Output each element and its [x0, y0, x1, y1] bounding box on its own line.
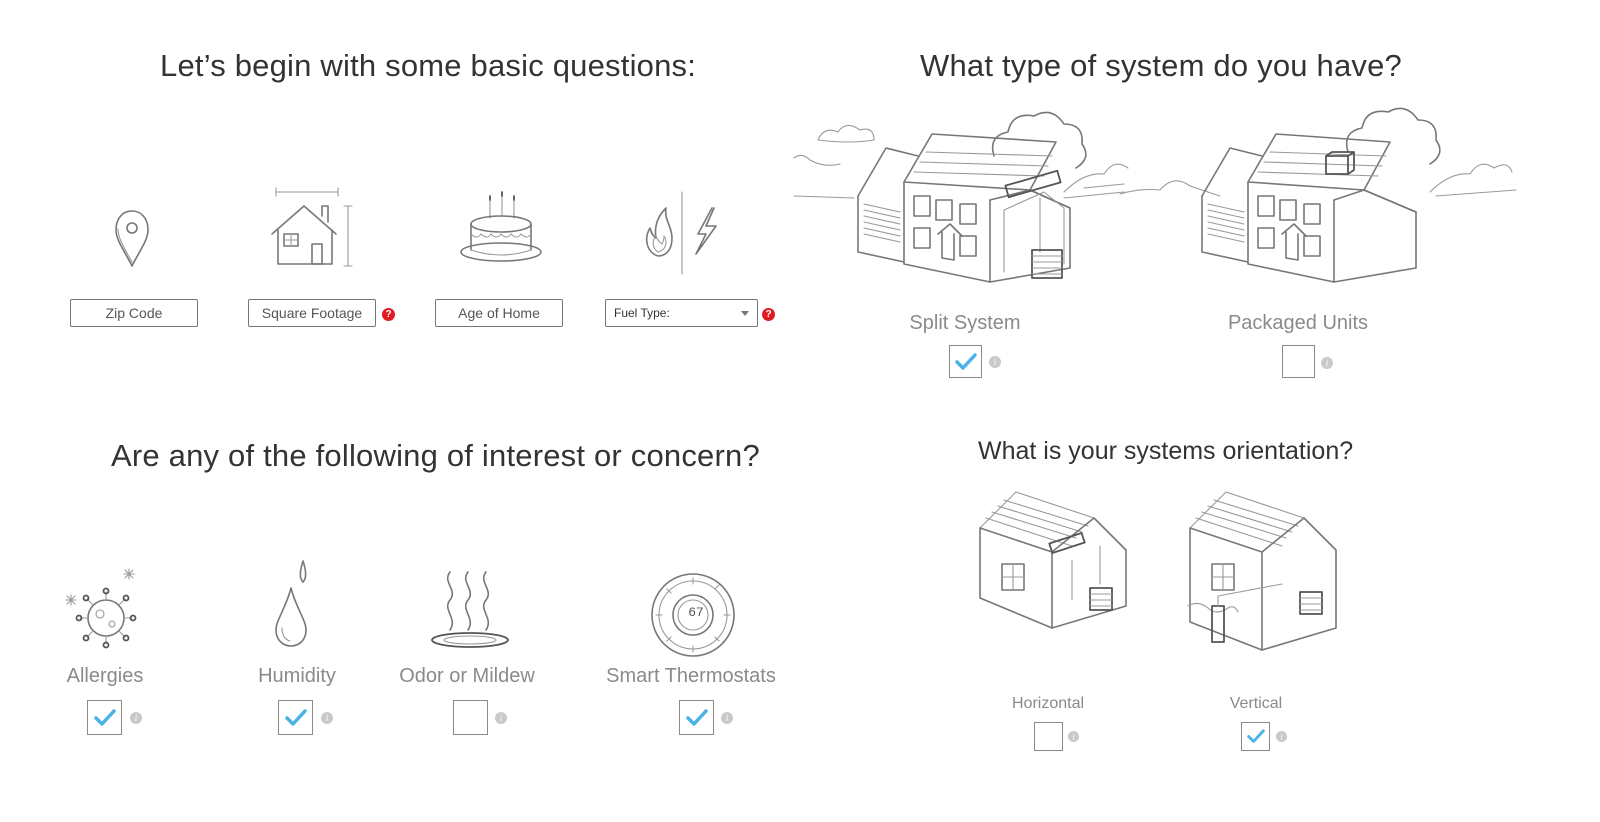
split-system-house-illustration — [793, 111, 1129, 283]
horizontal-checkbox[interactable] — [1034, 722, 1063, 751]
odor-mildew-checkbox[interactable] — [453, 700, 488, 735]
fuel-type-select[interactable]: Fuel Type: — [605, 299, 758, 327]
birthday-cake-icon — [460, 191, 542, 262]
split-system-info-icon[interactable]: i — [989, 356, 1001, 368]
packaged-units-info-icon[interactable]: i — [1321, 357, 1333, 369]
checkmark-icon — [685, 708, 708, 726]
packaged-units-house-illustration — [1119, 107, 1517, 283]
odor-mildew-label: Odor or Mildew — [399, 665, 535, 687]
humidity-label: Humidity — [258, 665, 336, 687]
humidity-info-icon[interactable]: i — [321, 712, 333, 724]
packaged-units-label: Packaged Units — [1227, 312, 1369, 334]
chevron-down-icon — [741, 310, 749, 316]
smart-thermostats-info-icon[interactable]: i — [721, 712, 733, 724]
smart-thermostats-label: Smart Thermostats — [606, 665, 776, 687]
odor-mildew-icon — [431, 571, 509, 648]
orientation-title: What is your systems orientation? — [978, 437, 1354, 465]
vertical-info-icon[interactable]: i — [1276, 731, 1287, 742]
zip-code-input[interactable]: Zip Code — [70, 299, 198, 327]
checkmark-icon — [1246, 729, 1265, 743]
horizontal-info-icon[interactable]: i — [1068, 731, 1079, 742]
allergies-checkbox[interactable] — [87, 700, 122, 735]
square-footage-help-icon[interactable]: ? — [382, 308, 395, 321]
fuel-type-help-icon[interactable]: ? — [762, 308, 775, 321]
humidity-checkbox[interactable] — [278, 700, 313, 735]
smart-thermostats-checkbox[interactable] — [679, 700, 714, 735]
age-of-home-input[interactable]: Age of Home — [435, 299, 563, 327]
house-measure-icon — [271, 187, 353, 267]
fuel-type-icon — [645, 191, 717, 275]
square-footage-input[interactable]: Square Footage — [248, 299, 376, 327]
thermostat-reading: 67 — [688, 605, 704, 620]
allergies-label: Allergies — [66, 665, 144, 687]
system-type-title: What type of system do you have? — [920, 48, 1402, 83]
vertical-checkbox[interactable] — [1241, 722, 1270, 751]
interests-title: Are any of the following of interest or … — [111, 438, 760, 473]
packaged-units-checkbox[interactable] — [1282, 345, 1315, 378]
vertical-orientation-illustration — [1187, 491, 1337, 651]
horizontal-orientation-illustration — [979, 491, 1127, 629]
location-pin-icon — [115, 210, 149, 267]
smart-thermostat-icon — [651, 573, 735, 657]
vertical-label: Vertical — [1229, 695, 1283, 712]
checkmark-icon — [954, 352, 977, 370]
allergen-icon — [65, 568, 137, 649]
allergies-info-icon[interactable]: i — [130, 712, 142, 724]
odor-mildew-info-icon[interactable]: i — [495, 712, 507, 724]
water-drop-icon — [275, 560, 307, 647]
checkmark-icon — [284, 708, 307, 726]
checkmark-icon — [93, 708, 116, 726]
fuel-type-selected-value: Fuel Type: — [614, 306, 670, 320]
split-system-label: Split System — [909, 312, 1021, 334]
split-system-checkbox[interactable] — [949, 345, 982, 378]
basic-questions-title: Let’s begin with some basic questions: — [160, 48, 697, 83]
horizontal-label: Horizontal — [1011, 695, 1085, 712]
